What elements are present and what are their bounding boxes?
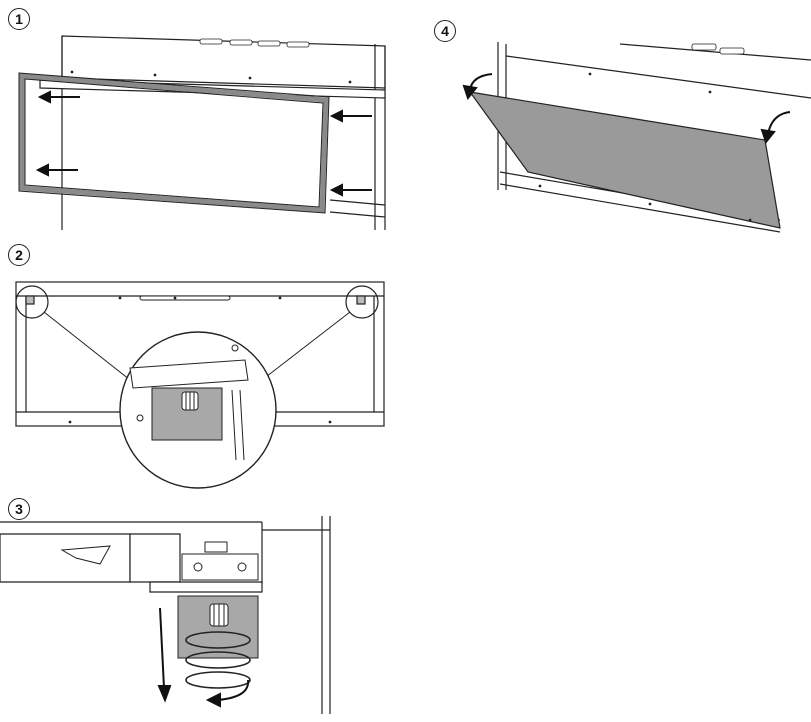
filter-frame-outline	[18, 72, 330, 214]
arrow-left-bottom	[35, 163, 78, 177]
spring-coil	[185, 631, 251, 689]
magnified-bracket	[129, 344, 249, 461]
step-4-badge: 4	[434, 20, 456, 42]
detail-circle-right	[345, 285, 379, 319]
filter-frame	[19, 73, 329, 213]
screw-dots	[70, 70, 352, 84]
step-1-panel: 1	[0, 0, 400, 230]
filter-panel	[468, 91, 781, 229]
step-4-illustration	[462, 42, 811, 233]
detail-circle-left	[15, 285, 49, 319]
clip-bracket	[181, 541, 259, 581]
callout-lines	[43, 311, 351, 381]
screw-dots	[538, 72, 752, 222]
arrow-left-top	[37, 90, 80, 104]
rotate-arrow-left	[462, 73, 493, 101]
step-3-illustration	[0, 516, 331, 714]
rotate-arrow	[205, 679, 250, 708]
vent-slots	[691, 43, 745, 55]
hood-corner	[0, 516, 331, 714]
step-4-panel: 4	[420, 0, 811, 240]
step-3-panel: 3	[0, 492, 340, 722]
screw-dots	[68, 296, 332, 424]
light-strip	[139, 295, 231, 301]
step-2-illustration	[15, 281, 385, 489]
step-1-badge: 1	[8, 8, 30, 30]
pull-down-arrow	[157, 607, 172, 703]
vent-slots	[199, 38, 310, 48]
step-1-illustration	[18, 35, 386, 230]
arrow-right-top	[329, 109, 372, 123]
rotate-arrow-right	[760, 111, 791, 145]
light-lens	[60, 545, 111, 565]
step-3-badge: 3	[8, 498, 30, 520]
step-2-badge: 2	[8, 244, 30, 266]
step-2-panel: 2	[0, 240, 400, 489]
arrow-right-bottom	[329, 183, 372, 197]
